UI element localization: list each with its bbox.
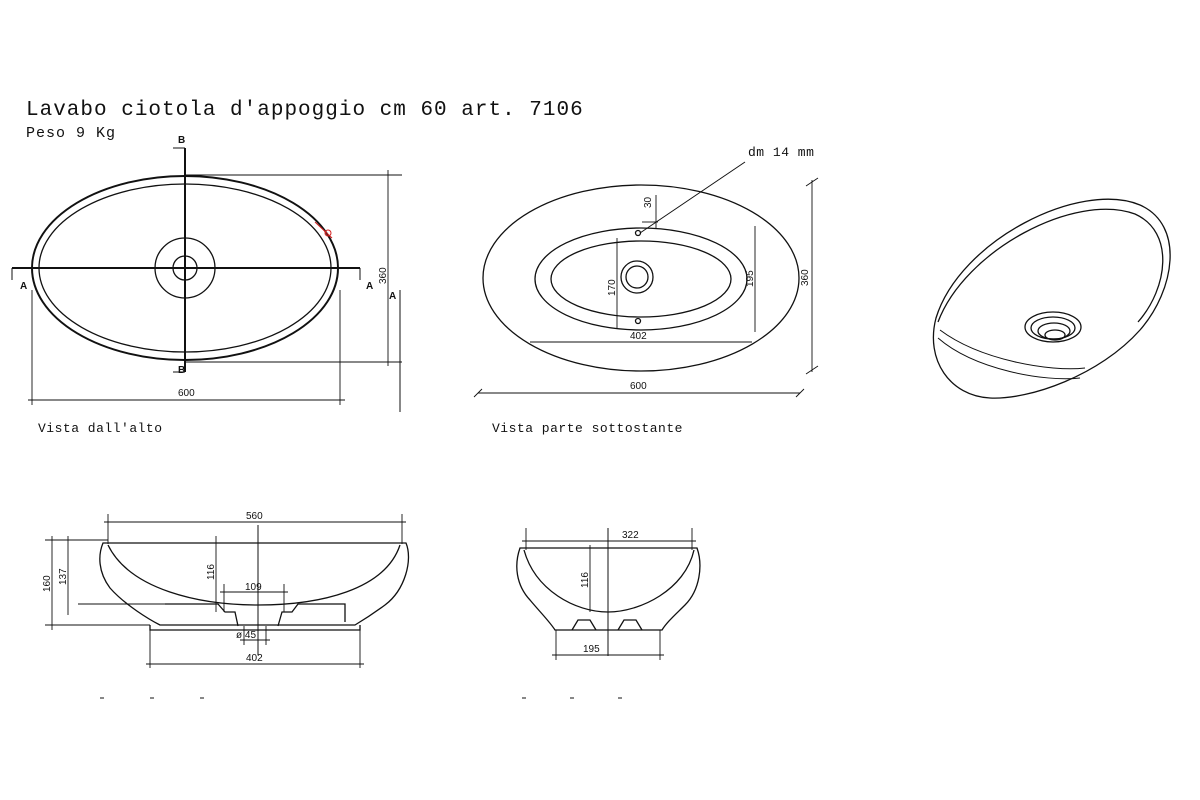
side-inner-depth-dim: 116 bbox=[580, 572, 591, 588]
inner-width-dim: 402 bbox=[630, 331, 647, 342]
side-base-width-dim: 195 bbox=[583, 644, 600, 655]
bottom-view-foot-inner bbox=[550, 240, 732, 318]
bottom-view-drain-inner bbox=[625, 265, 649, 289]
top-view-caption: Vista dall'alto bbox=[38, 421, 163, 436]
bottom-view-vent-hole-bottom bbox=[634, 317, 642, 325]
front-drain-width-dim: 109 bbox=[245, 582, 262, 593]
top-view: A A B B 600 360 A Vista dall'alto bbox=[11, 135, 402, 436]
hole-note: dm 14 mm bbox=[748, 145, 814, 160]
front-base-width-dim: 402 bbox=[246, 653, 263, 664]
iso-drain-outer bbox=[1024, 311, 1082, 343]
outer-width-dim: 600 bbox=[630, 381, 647, 392]
front-bowl-height-dim: 137 bbox=[58, 568, 69, 585]
side-bowl-inner bbox=[523, 549, 695, 613]
section-b-top-label: B bbox=[178, 135, 185, 146]
section-a-left-label: A bbox=[20, 281, 27, 292]
top-view-height-dim: 360 bbox=[378, 267, 389, 284]
front-bowl-outer bbox=[99, 542, 410, 626]
bottom-view-drain-outer bbox=[620, 260, 654, 294]
isometric-view bbox=[932, 198, 1171, 399]
hole-offset-dim: 30 bbox=[643, 196, 654, 208]
outer-height-dim: 360 bbox=[800, 269, 811, 286]
side-bowl-outer bbox=[516, 547, 701, 631]
front-total-height-dim: 160 bbox=[42, 575, 53, 592]
inner-height-dim: 170 bbox=[607, 279, 618, 296]
rim-height-dim: 195 bbox=[745, 270, 756, 287]
top-view-width-dim: 600 bbox=[178, 388, 195, 399]
bottom-view-outer bbox=[482, 184, 800, 372]
side-top-width-dim: 322 bbox=[622, 530, 639, 541]
bottom-view-caption: Vista parte sottostante bbox=[492, 421, 683, 436]
front-top-width-dim: 560 bbox=[246, 511, 263, 522]
front-foot-profile bbox=[165, 603, 346, 627]
side-section-view: 322 116 195 bbox=[516, 528, 701, 699]
iso-drain-inner bbox=[1044, 329, 1066, 341]
front-bowl-inner bbox=[107, 544, 401, 606]
section-b-bottom-label: B bbox=[178, 365, 185, 376]
bottom-view: dm 14 mm 30 170 195 402 360 600 Vista pa… bbox=[473, 145, 819, 436]
iso-outer-shell bbox=[932, 198, 1171, 399]
bottom-view-vent-hole-top bbox=[634, 229, 642, 237]
drawing-title: Lavabo ciotola d'appoggio cm 60 art. 710… bbox=[26, 99, 584, 122]
front-drain-diameter-dim: ø 45 bbox=[236, 630, 256, 641]
bottom-view-foot-outer bbox=[534, 227, 748, 331]
section-a-right-label: A bbox=[366, 281, 373, 292]
front-inner-depth-dim: 116 bbox=[206, 564, 217, 580]
iso-inner-rim bbox=[937, 208, 1164, 323]
weight-label: Peso 9 Kg bbox=[26, 125, 116, 142]
front-section-view: 560 160 137 116 109 ø 45 402 bbox=[42, 511, 410, 699]
side-foot-profile bbox=[571, 619, 643, 631]
section-a-side-label: A bbox=[389, 291, 396, 302]
